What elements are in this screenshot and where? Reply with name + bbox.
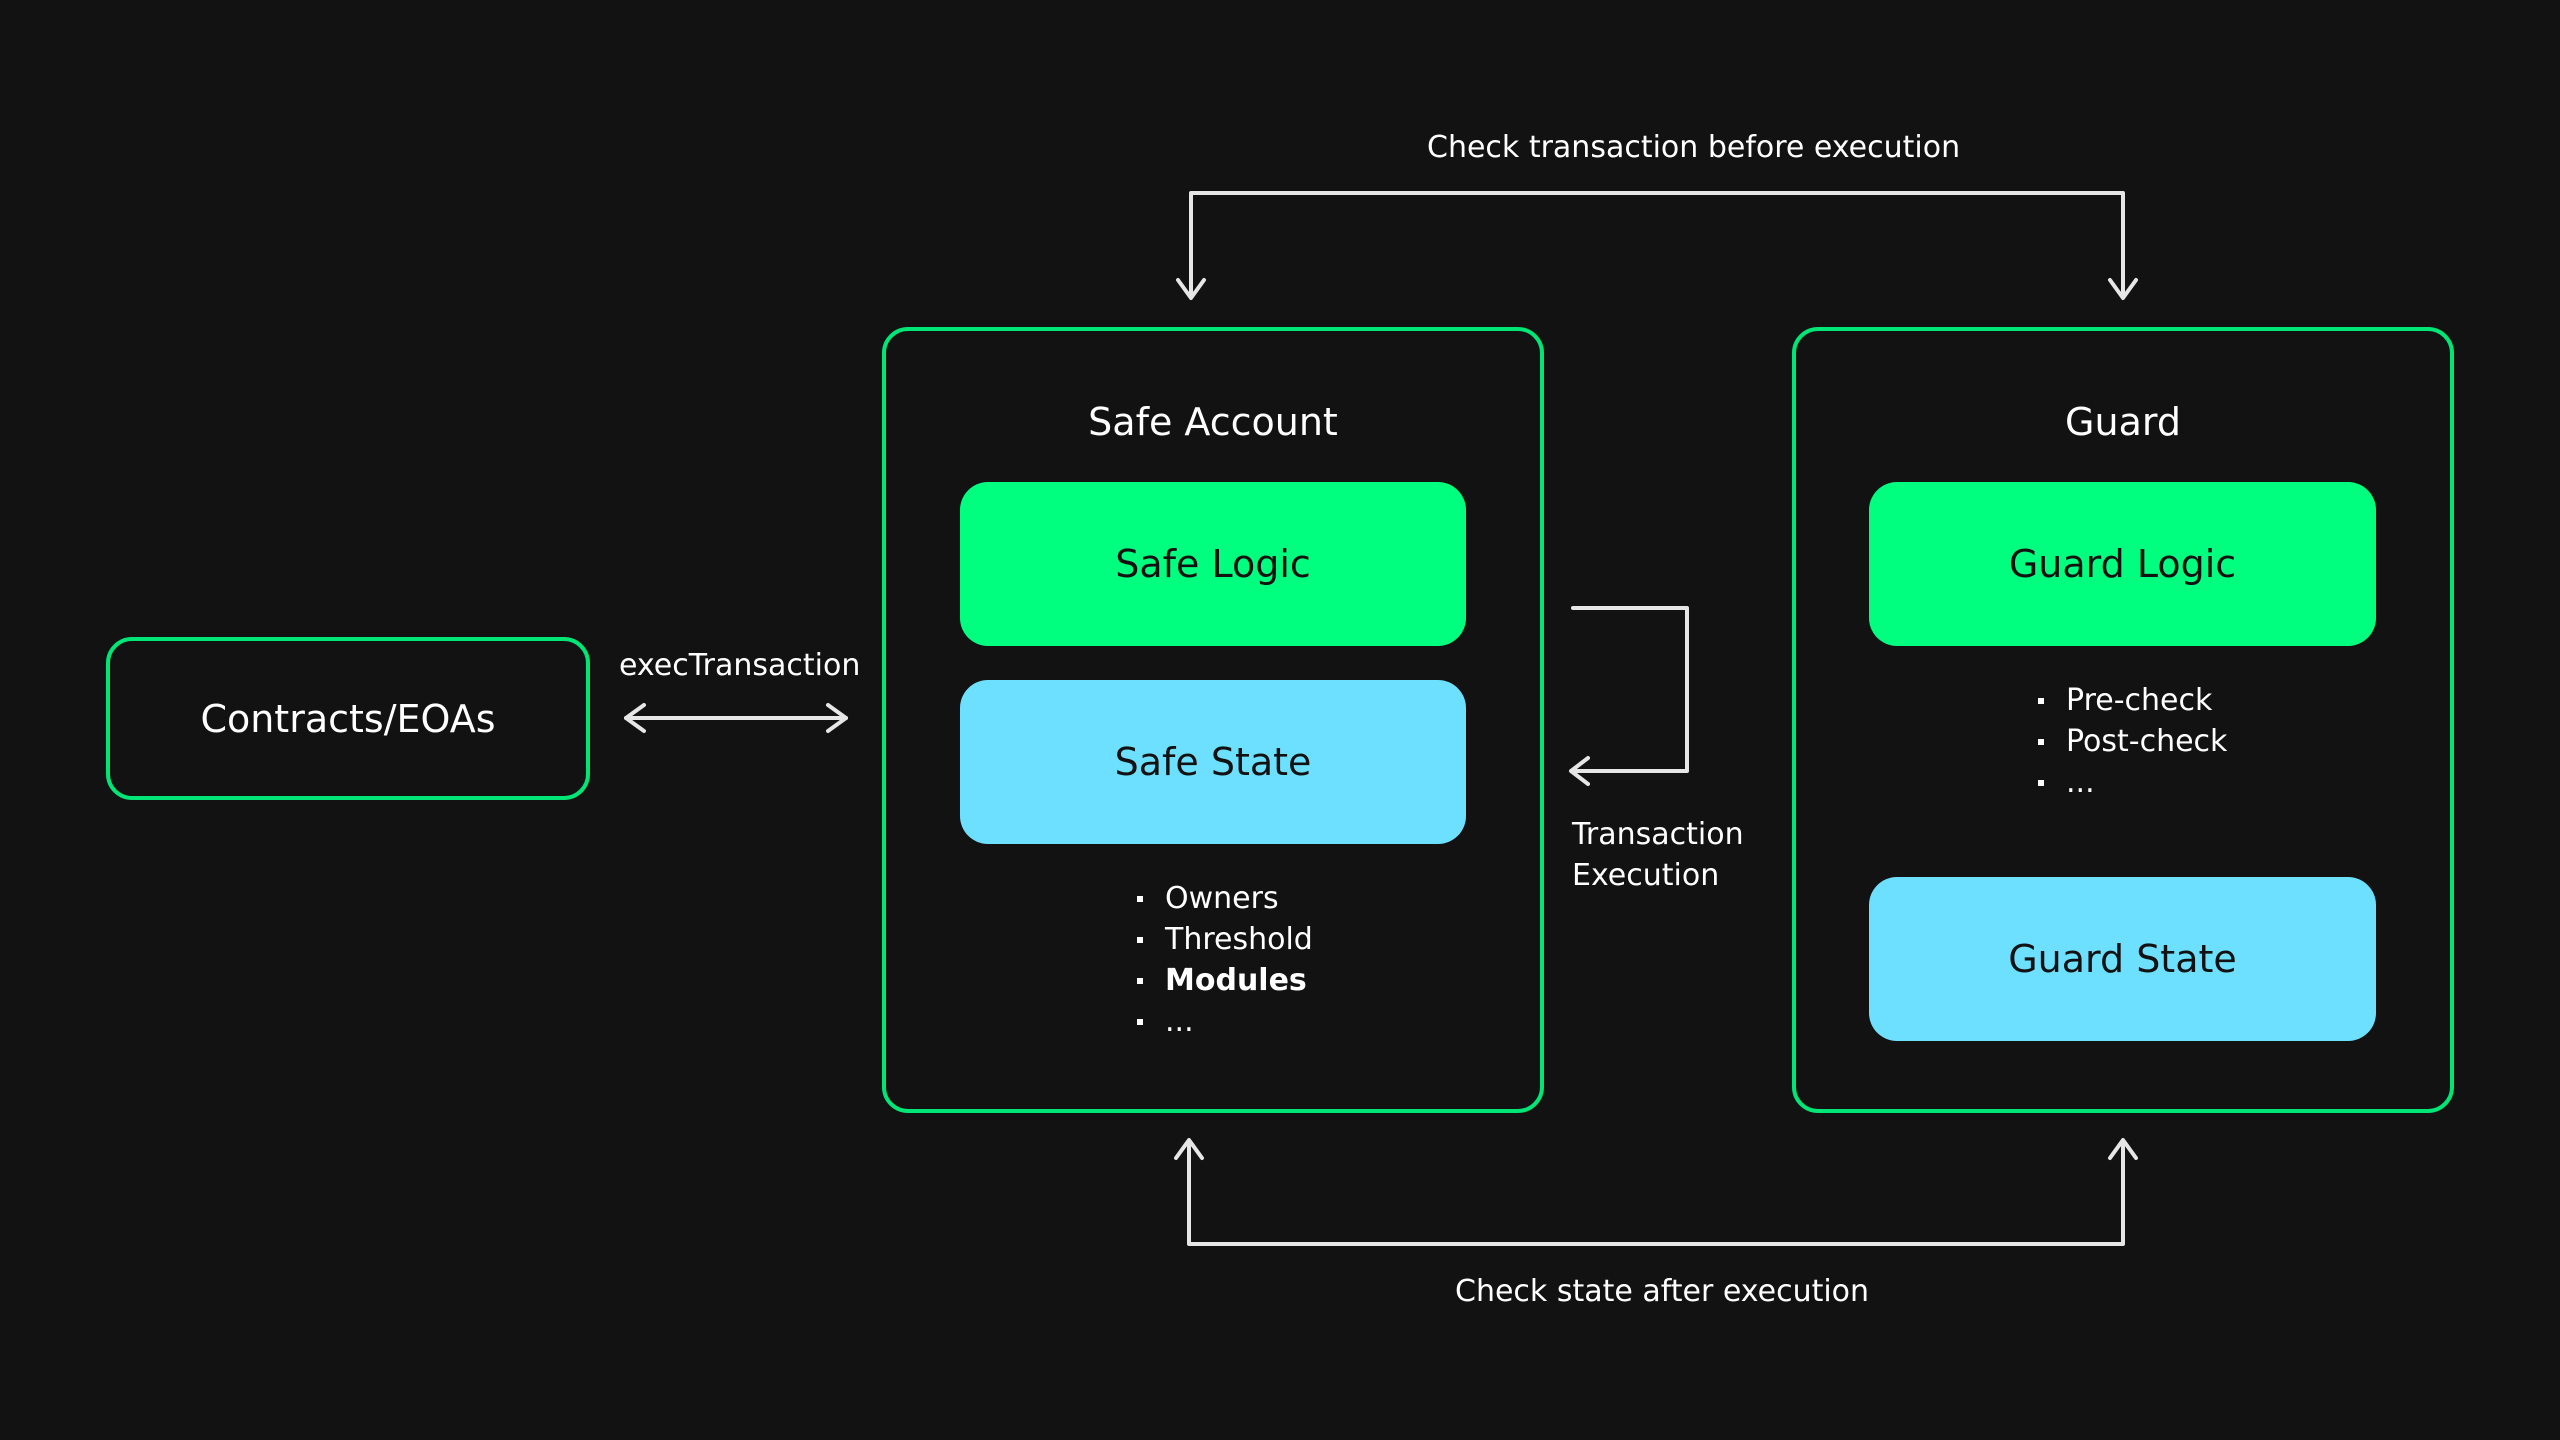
list-item: ... [1137, 1001, 1313, 1042]
safe-state-list: Owners Threshold Modules ... [1137, 878, 1313, 1042]
list-item: Threshold [1137, 919, 1313, 960]
transaction-execution-line1: Transaction [1572, 817, 1744, 852]
list-item: ... [2038, 762, 2227, 803]
exec-double-arrow [624, 703, 848, 733]
transaction-execution-line2: Execution [1572, 858, 1720, 893]
check-after-label: Check state after execution [1455, 1274, 1870, 1309]
contracts-eoas-box: Contracts/EOAs [106, 637, 590, 800]
list-item: Pre-check [2038, 680, 2227, 721]
check-before-label: Check transaction before execution [1427, 130, 1961, 165]
safe-state-block: Safe State [960, 680, 1466, 844]
list-item: Modules [1137, 960, 1313, 1001]
safe-account-box [882, 327, 1544, 1113]
guard-logic-block: Guard Logic [1869, 482, 2376, 646]
list-item: Post-check [2038, 721, 2227, 762]
guard-title: Guard [2065, 400, 2181, 444]
bottom-bracket-arrows [1174, 1138, 2138, 1246]
guard-box [1792, 327, 2454, 1113]
contracts-eoas-label: Contracts/EOAs [200, 696, 496, 741]
safe-account-title: Safe Account [1088, 400, 1338, 444]
transaction-execution-arrow [1569, 606, 1689, 786]
guard-state-block: Guard State [1869, 877, 2376, 1041]
list-item: Owners [1137, 878, 1313, 919]
exec-transaction-label: execTransaction [619, 648, 861, 683]
transaction-execution-label: Transaction Execution [1572, 814, 1744, 896]
top-bracket-arrows [1176, 191, 2138, 300]
safe-logic-block: Safe Logic [960, 482, 1466, 646]
guard-logic-list: Pre-check Post-check ... [2038, 680, 2227, 803]
